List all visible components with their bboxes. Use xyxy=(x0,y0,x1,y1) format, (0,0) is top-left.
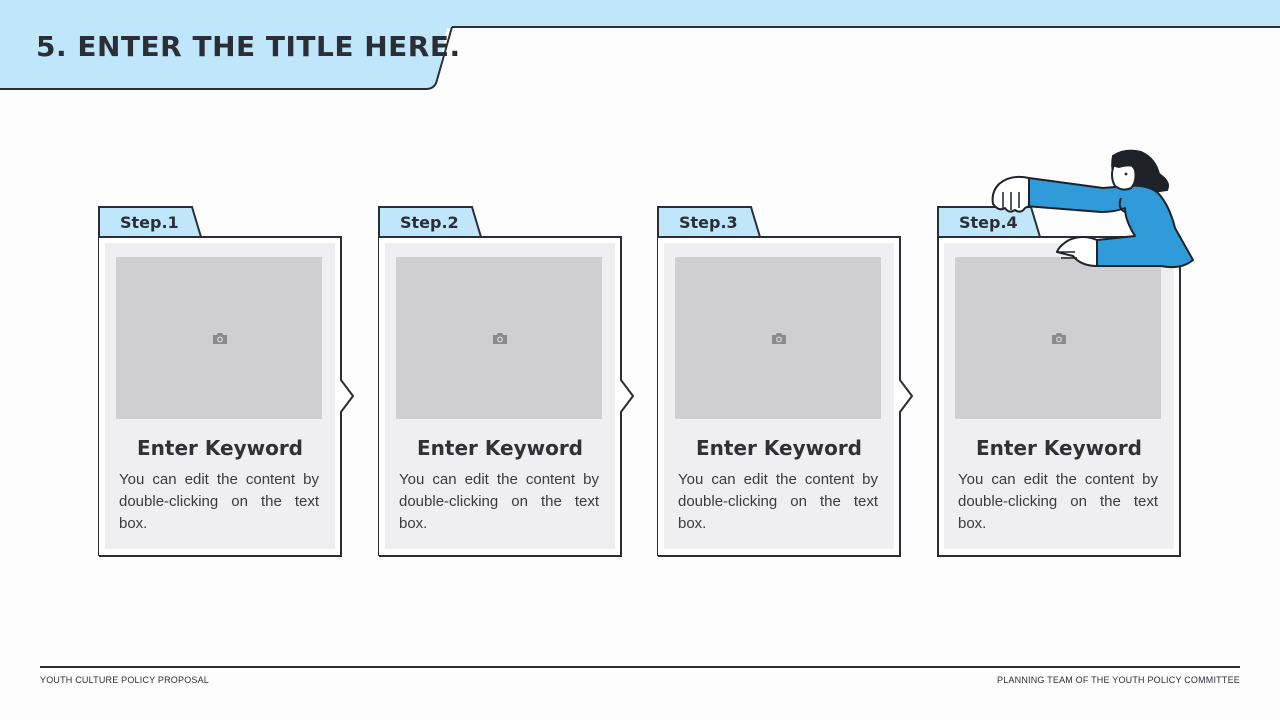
step-card-2[interactable]: Step.2 Enter Keyword You can edit the co… xyxy=(378,206,638,558)
camera-icon xyxy=(1052,333,1066,344)
step-keyword[interactable]: Enter Keyword xyxy=(137,436,303,460)
card-body: Enter Keyword You can edit the content b… xyxy=(944,243,1174,549)
camera-icon xyxy=(493,333,507,344)
photo-placeholder[interactable] xyxy=(116,257,322,419)
footer-divider xyxy=(40,666,1240,668)
step-tab-label: Step.3 xyxy=(679,213,738,232)
photo-placeholder[interactable] xyxy=(675,257,881,419)
footer-left-text: YOUTH CULTURE POLICY PROPOSAL xyxy=(40,675,210,685)
step-description[interactable]: You can edit the content by double-click… xyxy=(678,471,878,532)
step-description[interactable]: You can edit the content by double-click… xyxy=(399,471,599,532)
step-card-3[interactable]: Step.3 Enter Keyword You can edit the co… xyxy=(657,206,917,558)
photo-placeholder[interactable] xyxy=(955,257,1161,419)
card-body: Enter Keyword You can edit the content b… xyxy=(664,243,894,549)
step-card-1[interactable]: Step.1 Enter Keyword You can edit the co… xyxy=(98,206,358,558)
step-tab-label: Step.2 xyxy=(400,213,459,232)
step-tab-label: Step.1 xyxy=(120,213,179,232)
woman-illustration xyxy=(991,149,1194,269)
title-banner xyxy=(0,0,1280,90)
photo-placeholder[interactable] xyxy=(396,257,602,419)
step-card-4[interactable]: Step.4 Enter Keyword You can edit the co… xyxy=(937,206,1197,558)
footer-right-text: PLANNING TEAM OF THE YOUTH POLICY COMMIT… xyxy=(997,675,1240,685)
camera-icon xyxy=(772,333,786,344)
step-keyword[interactable]: Enter Keyword xyxy=(696,436,862,460)
step-keyword[interactable]: Enter Keyword xyxy=(417,436,583,460)
step-description[interactable]: You can edit the content by double-click… xyxy=(958,471,1158,532)
step-tab-label: Step.4 xyxy=(959,213,1018,232)
camera-icon xyxy=(213,333,227,344)
card-body: Enter Keyword You can edit the content b… xyxy=(105,243,335,549)
page-title[interactable]: 5. ENTER THE TITLE HERE. xyxy=(36,30,461,63)
card-body: Enter Keyword You can edit the content b… xyxy=(385,243,615,549)
step-description[interactable]: You can edit the content by double-click… xyxy=(119,471,319,532)
step-keyword[interactable]: Enter Keyword xyxy=(976,436,1142,460)
